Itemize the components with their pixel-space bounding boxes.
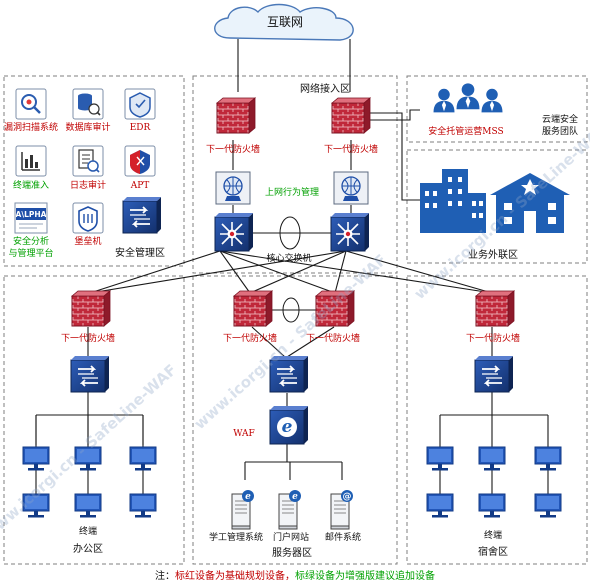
terminal-access-label: 终端准入 [13, 179, 49, 191]
server-edu[interactable]: e [231, 490, 254, 530]
leak-scan-device[interactable] [15, 88, 47, 120]
dorm-firewall-label: 下一代防火墙 [466, 332, 520, 344]
office-terminal[interactable] [129, 446, 157, 471]
portal-label: 门户网站 [273, 531, 309, 543]
dorm-terminal-label: 终端 [484, 529, 502, 541]
server-firewall-right-label: 下一代防火墙 [306, 332, 360, 344]
svg-text:e: e [292, 492, 298, 502]
external-building-left-icon [420, 169, 486, 233]
core-switch-right[interactable] [330, 212, 370, 252]
dorm-zone [406, 275, 588, 565]
mail-label: 邮件系统 [325, 531, 361, 543]
internet-cloud: 互联网 [214, 3, 354, 41]
dorm-terminal[interactable] [478, 446, 506, 471]
apt-device[interactable] [124, 145, 156, 177]
dorm-terminals [426, 446, 562, 518]
server-mail[interactable]: @ [330, 490, 353, 530]
leak-scan-label: 漏洞扫描系统 [4, 121, 58, 133]
dorm-terminal[interactable] [534, 446, 562, 471]
office-firewall-label: 下一代防火墙 [61, 332, 115, 344]
office-terminal[interactable] [129, 493, 157, 518]
core-switch-left[interactable] [214, 212, 254, 252]
dorm-switch[interactable] [474, 355, 514, 393]
waf-label: WAF [233, 429, 255, 439]
cloud-team-label-2: 服务团队 [542, 125, 578, 137]
footnote-prefix: 注： [155, 569, 175, 582]
office-zone [3, 275, 185, 565]
firewall-left-label: 下一代防火墙 [206, 143, 260, 155]
dorm-zone-label: 宿舍区 [478, 545, 508, 558]
external-zone-label: 业务外联区 [468, 248, 518, 261]
security-mgmt-zone [3, 75, 185, 267]
footnote-green: 标绿设备为增强版建议追加设备 [295, 569, 435, 582]
dorm-terminal[interactable] [426, 446, 454, 471]
analysis-platform-label-2: 与管理平台 [8, 247, 53, 259]
network-access-zone [192, 75, 398, 274]
alpha-brand: A\LPHA [16, 210, 47, 219]
edu-system-label: 学工管理系统 [209, 531, 263, 543]
office-zone-label: 办公区 [73, 542, 103, 555]
edr-device[interactable] [124, 88, 156, 120]
bastion-device[interactable] [72, 202, 104, 234]
core-switch-label: 核心交换机 [266, 252, 311, 264]
analysis-platform-device[interactable]: A\LPHA [14, 202, 48, 234]
svg-text:@: @ [343, 492, 352, 502]
internet-label: 互联网 [267, 15, 303, 29]
office-terminal-label: 终端 [79, 525, 97, 537]
mss-team-icon [433, 83, 503, 113]
watermark: www.icorgi.cn - SafeLine-WAF [191, 251, 391, 433]
svg-text:e: e [282, 417, 293, 437]
firewall-right[interactable] [331, 97, 371, 134]
links [35, 39, 549, 495]
office-terminal[interactable] [22, 446, 50, 471]
security-mgmt-zone-label: 安全管理区 [115, 246, 165, 259]
office-firewall[interactable] [71, 290, 111, 327]
cloud-team-label-1: 云端安全 [542, 113, 578, 125]
analysis-platform-label-1: 安全分析 [13, 235, 49, 247]
behavior-mgmt-right[interactable] [333, 171, 369, 205]
db-audit-label: 数据库审计 [65, 121, 110, 133]
svg-text:e: e [245, 492, 251, 502]
dorm-terminal[interactable] [534, 493, 562, 518]
network-access-label: 网络接入区 [300, 82, 350, 95]
dorm-terminal[interactable] [478, 493, 506, 518]
server-portal[interactable]: e [278, 490, 301, 530]
bastion-label: 堡垒机 [74, 235, 101, 247]
server-zone-label: 服务器区 [272, 546, 312, 559]
office-switch[interactable] [70, 355, 110, 393]
apt-label: APT [130, 181, 150, 191]
edr-label: EDR [130, 123, 151, 133]
behavior-mgmt-left[interactable] [215, 171, 251, 205]
footnote-red: 标红设备为基础规划设备， [175, 569, 295, 582]
security-tools: 漏洞扫描系统 数据库审计 EDR 终端准入 [4, 88, 165, 259]
behavior-mgmt-label: 上网行为管理 [265, 186, 319, 198]
waf-device[interactable]: e [269, 406, 308, 445]
zones [3, 75, 588, 565]
office-terminal[interactable] [74, 493, 102, 518]
cloud-team-zone [406, 75, 588, 143]
log-audit-label: 日志审计 [70, 179, 106, 191]
mss-label: 安全托管运营MSS [428, 125, 503, 137]
footnote: 注：标红设备为基础规划设备，标绿设备为增强版建议追加设备 [155, 569, 435, 582]
server-zone [192, 275, 398, 565]
server-firewall-left[interactable] [233, 290, 273, 327]
external-building-right-icon [490, 173, 570, 233]
server-firewall-left-label: 下一代防火墙 [223, 332, 277, 344]
db-audit-device[interactable] [72, 88, 104, 120]
log-audit-device[interactable] [72, 145, 104, 177]
mgmt-switch[interactable] [122, 196, 162, 234]
dorm-firewall[interactable] [475, 290, 515, 327]
dorm-terminal[interactable] [426, 493, 454, 518]
firewall-right-label: 下一代防火墙 [324, 143, 378, 155]
terminal-access-device[interactable] [15, 145, 47, 177]
firewall-left[interactable] [216, 97, 256, 134]
